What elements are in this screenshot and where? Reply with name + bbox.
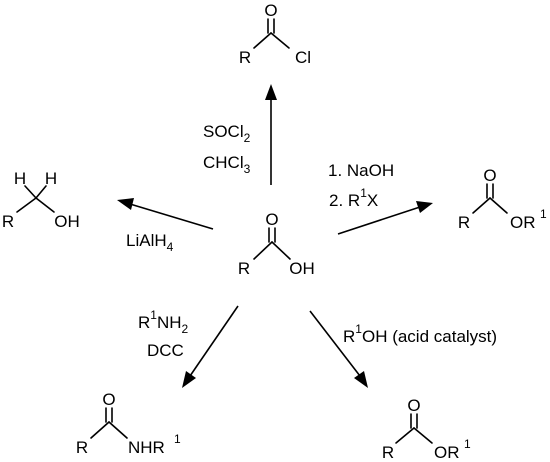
bond-c-h-2 bbox=[35, 185, 47, 199]
amine-label: NHR bbox=[128, 438, 165, 457]
lialh4-subscript: 4 bbox=[167, 240, 174, 254]
reagent-naoh: 1. NaOH bbox=[328, 161, 394, 180]
socl2-text: SOCl bbox=[203, 122, 244, 141]
r-group-label: R bbox=[238, 259, 250, 278]
r1x-text-b: X bbox=[367, 191, 378, 210]
r1nh2-superscript: 1 bbox=[150, 308, 157, 322]
r-group-label: R bbox=[2, 212, 14, 231]
arrow-right-head bbox=[416, 201, 433, 213]
alkoxy-superscript: 1 bbox=[464, 437, 471, 451]
reagent-dcc: DCC bbox=[147, 341, 184, 360]
arrow-down-left-head bbox=[182, 371, 196, 388]
lialh4-text: LiAlH bbox=[126, 231, 167, 250]
hydrogen-label-1: H bbox=[14, 169, 26, 188]
dcc-text: DCC bbox=[147, 341, 184, 360]
hydroxyl-label: OH bbox=[289, 259, 315, 278]
oxygen-label: O bbox=[102, 390, 115, 409]
socl2-subscript: 2 bbox=[244, 131, 251, 145]
r1x-text-a: 2. R bbox=[329, 191, 360, 210]
r-group-label: R bbox=[76, 438, 88, 457]
bond-r-c bbox=[90, 421, 110, 439]
reagent-r1nh2: R1NH2 bbox=[138, 308, 189, 336]
arrow-up bbox=[265, 84, 277, 185]
amine-superscript: 1 bbox=[174, 432, 181, 446]
naoh-text: 1. NaOH bbox=[328, 161, 394, 180]
arrow-right bbox=[337, 201, 433, 235]
alkoxy-superscript: 1 bbox=[540, 207, 547, 221]
bond-c-oh bbox=[271, 241, 291, 260]
alkoxy-label: OR bbox=[510, 213, 536, 232]
amide: O R NHR 1 bbox=[76, 390, 181, 457]
arrow-down-right bbox=[309, 310, 368, 388]
r1nh2-subscript: 2 bbox=[182, 322, 189, 336]
chlorine-label: Cl bbox=[295, 48, 311, 67]
carboxylic-acid-center: O R OH bbox=[238, 210, 315, 278]
primary-alcohol: H H R OH bbox=[2, 169, 80, 231]
bond-c-n bbox=[108, 421, 128, 439]
reagent-r1x: 2. R1X bbox=[329, 186, 378, 210]
reagent-socl2: SOCl2 bbox=[203, 122, 251, 145]
alkoxy-label: OR bbox=[434, 443, 460, 462]
svg-text:CHCl3: CHCl3 bbox=[203, 153, 251, 176]
r1nh2-text-b: NH bbox=[157, 313, 182, 332]
reagent-lialh4: LiAlH4 bbox=[126, 231, 174, 254]
ester-bottom: O R OR 1 bbox=[382, 396, 471, 462]
oxygen-label: O bbox=[407, 396, 420, 415]
reagent-chcl3: CHCl3 bbox=[203, 153, 251, 176]
chcl3-subscript: 3 bbox=[244, 162, 251, 176]
svg-text:SOCl2: SOCl2 bbox=[203, 122, 251, 145]
r-group-label: R bbox=[382, 443, 394, 462]
bond-r-c bbox=[253, 32, 272, 49]
bond-r-c bbox=[395, 427, 415, 444]
reagent-r1oh: R1OH (acid catalyst) bbox=[343, 322, 497, 346]
arrow-left-head bbox=[117, 198, 134, 210]
arrow-down-left bbox=[182, 305, 239, 388]
ester-top: O R OR 1 bbox=[458, 166, 547, 232]
bond-r-c bbox=[253, 241, 273, 260]
r1oh-text-b: OH (acid catalyst) bbox=[362, 327, 497, 346]
arrow-down-right-head bbox=[354, 371, 368, 388]
bond-r-c bbox=[16, 197, 37, 213]
arrow-up-head bbox=[265, 84, 277, 100]
svg-text:R1OH (acid catalyst): R1OH (acid catalyst) bbox=[343, 322, 497, 346]
r1nh2-text-a: R bbox=[138, 313, 150, 332]
hydroxyl-label: OH bbox=[54, 212, 80, 231]
svg-text:LiAlH4: LiAlH4 bbox=[126, 231, 174, 254]
svg-text:R1NH2: R1NH2 bbox=[138, 308, 189, 336]
hydrogen-label-2: H bbox=[45, 169, 57, 188]
oxygen-label: O bbox=[265, 210, 278, 229]
r-group-label: R bbox=[239, 48, 251, 67]
svg-text:2. R1X: 2. R1X bbox=[329, 186, 378, 210]
r-group-label: R bbox=[458, 213, 470, 232]
acid-chloride: O R Cl bbox=[239, 1, 311, 67]
bond-c-cl bbox=[270, 32, 290, 49]
bond-c-o bbox=[413, 427, 433, 444]
r1x-superscript: 1 bbox=[360, 186, 367, 200]
bond-c-o bbox=[35, 197, 55, 213]
oxygen-label: O bbox=[264, 1, 277, 20]
bond-c-o bbox=[489, 197, 508, 214]
bond-r-c bbox=[472, 197, 491, 214]
bond-c-h-1 bbox=[24, 185, 37, 199]
oxygen-label: O bbox=[483, 166, 496, 185]
r1oh-text-a: R bbox=[343, 327, 355, 346]
arrow-left bbox=[117, 198, 214, 230]
chcl3-text: CHCl bbox=[203, 153, 244, 172]
r1oh-superscript: 1 bbox=[355, 322, 362, 336]
